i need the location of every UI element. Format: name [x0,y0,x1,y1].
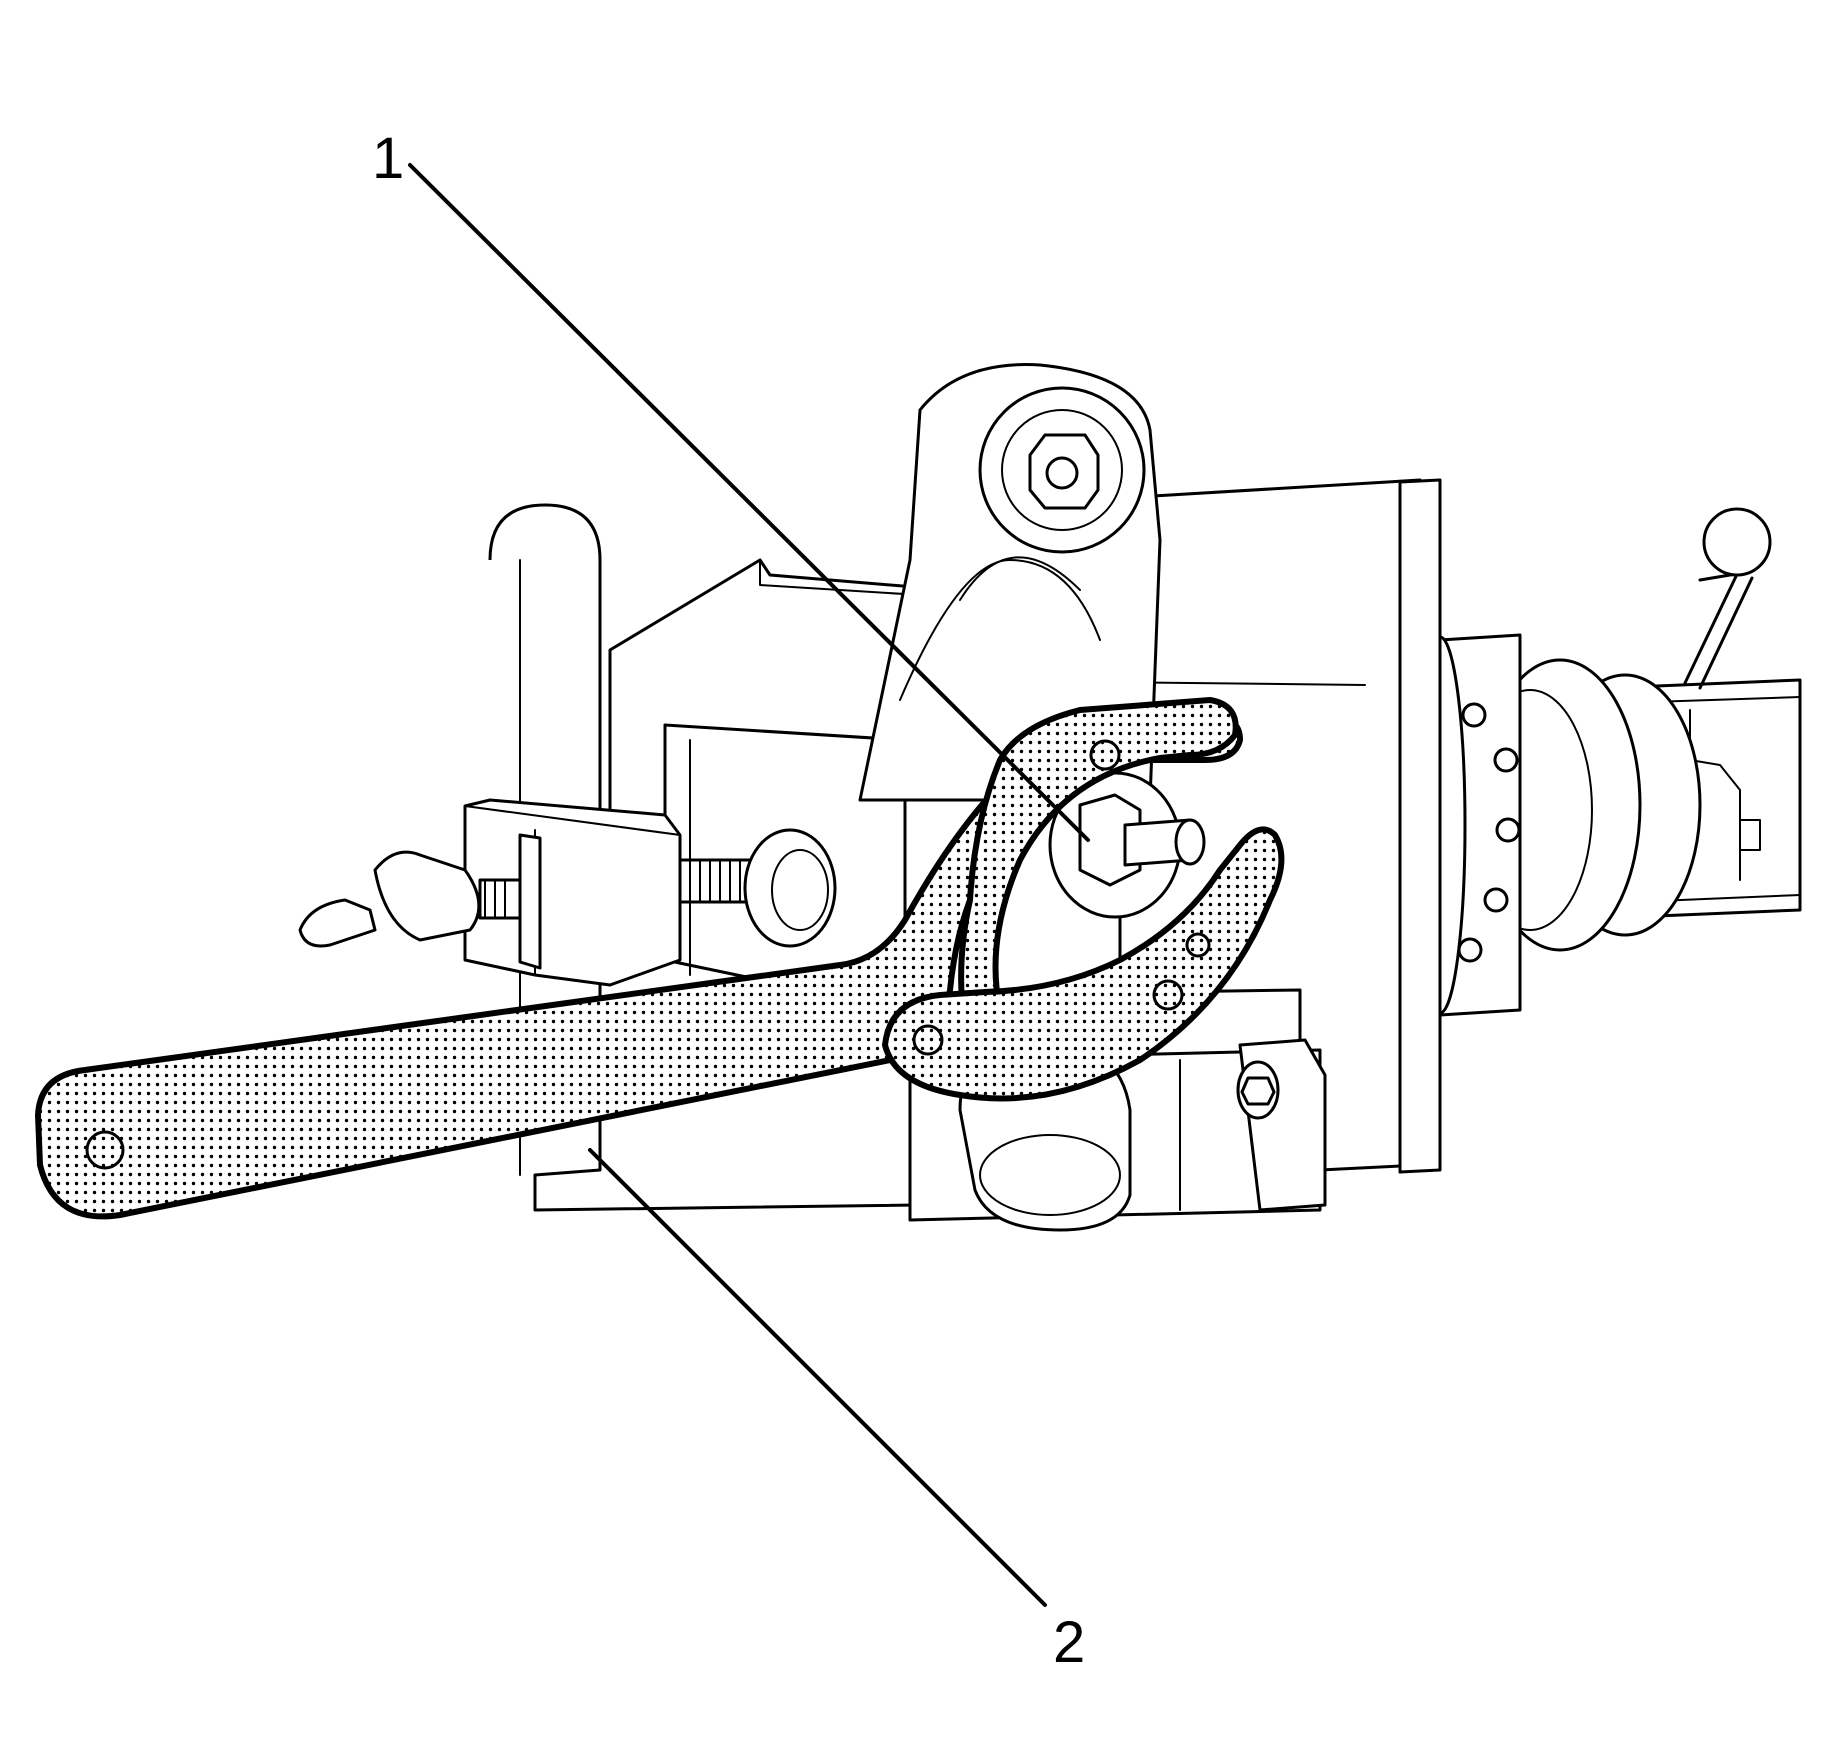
leader-line-1 [408,163,1090,842]
callout-label-1: 1 [372,126,405,191]
callout-label-2: 2 [1053,1610,1086,1675]
leader-line-2 [588,1148,1047,1607]
hook-spanner [882,697,1285,1102]
column-shaft [1413,507,1802,1017]
pivot-arm [858,363,1162,802]
clamp-screw [298,798,837,987]
adjuster-nut [1048,771,1206,919]
